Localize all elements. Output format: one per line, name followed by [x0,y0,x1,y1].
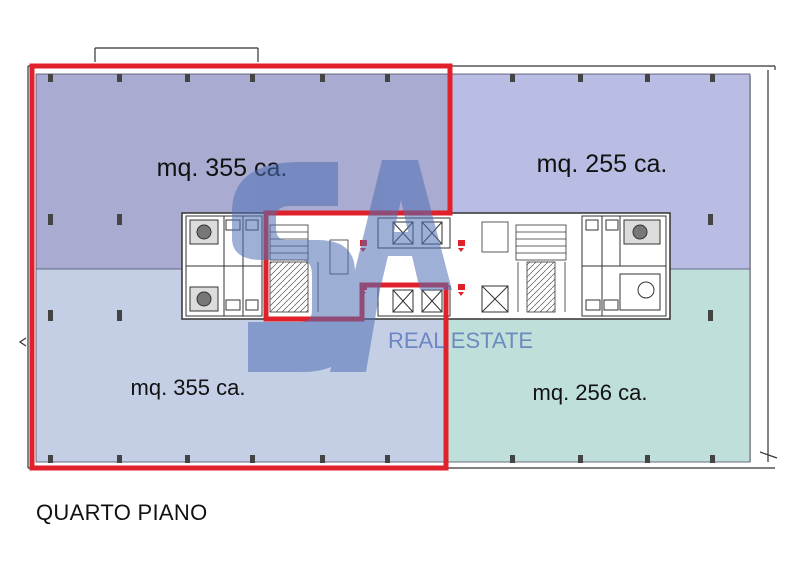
selected-area-outline [29,63,453,471]
restroom-right [581,215,667,317]
area-label-top-right: mq. 255 ca. [537,150,668,178]
area-label-bottom-left: mq. 355 ca. [131,375,246,400]
watermark-logo-letter-a [330,160,452,372]
stairs-right [481,221,567,313]
watermark-logo-letter-s [232,162,355,372]
floor-title: QUARTO PIANO [36,500,208,525]
columns [48,74,715,463]
watermark-text: REAL ESTATE [388,328,533,353]
area-label-bottom-right: mq. 256 ca. [533,380,648,405]
watermark-logo [232,160,452,372]
area-labels: mq. 355 ca. mq. 255 ca. mq. 355 ca. mq. … [131,150,668,405]
